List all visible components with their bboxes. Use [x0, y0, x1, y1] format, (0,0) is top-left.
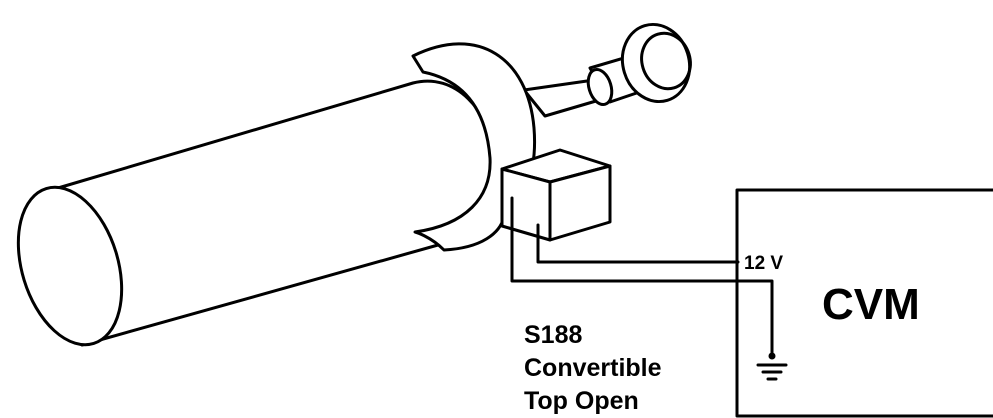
wiring — [510, 196, 788, 381]
switch-id: S188 — [524, 321, 582, 349]
switch-name-line-1: Convertible — [524, 354, 662, 382]
switch-label: S188 Convertible Top Open — [524, 321, 662, 415]
cvm-module-box: 12 V CVM — [735, 188, 993, 418]
switch-body — [500, 148, 612, 242]
module-name: CVM — [822, 280, 920, 329]
ground-wire — [510, 196, 774, 357]
ground-symbol-icon — [756, 363, 788, 381]
cylinder-barrel — [16, 79, 500, 347]
supply-wire — [536, 223, 740, 264]
ground-junction-dot — [768, 352, 776, 360]
switch-name-line-2: Top Open — [524, 387, 639, 415]
rod-end-eye — [620, 22, 692, 104]
supply-voltage-label: 12 V — [744, 253, 783, 274]
hydraulic-cylinder-icon — [16, 22, 692, 347]
